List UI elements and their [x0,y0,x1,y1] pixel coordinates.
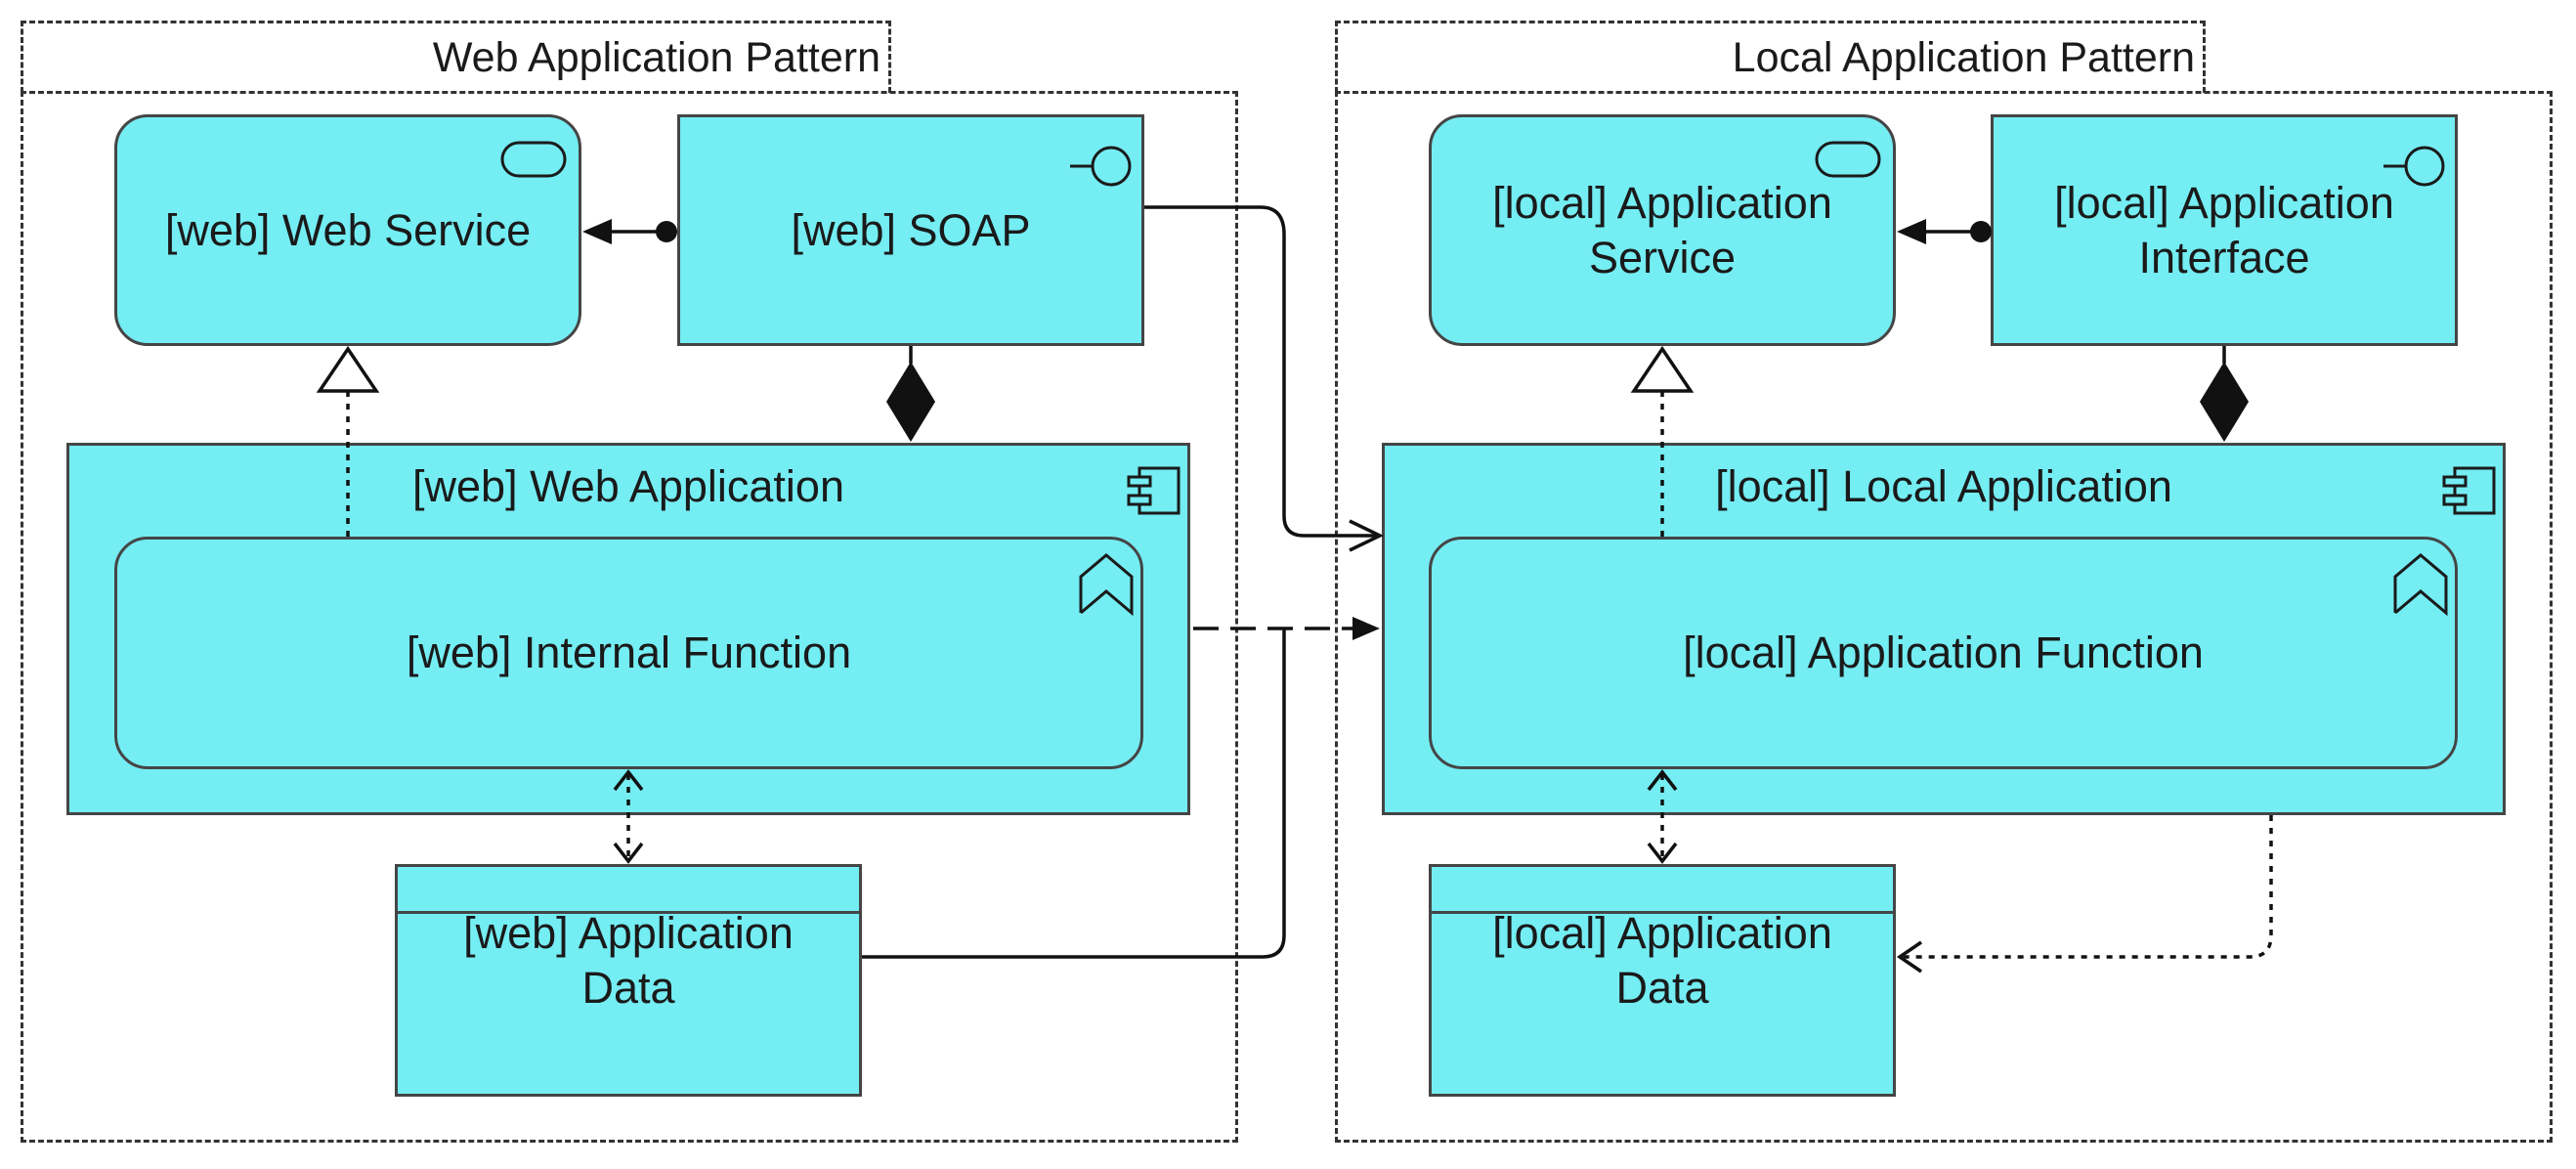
element-label: [web] SOAP [791,204,1031,255]
group-title: Web Application Pattern [432,34,880,81]
element-label: [local] Application Service [1492,177,1832,282]
interface-icon [1070,146,1132,187]
element-label: [local] Application Function [1683,628,2204,677]
component-icon [2442,466,2496,515]
local-application-data[interactable]: [local] Application Data [1429,864,1896,1097]
web-soap[interactable]: [web] SOAP [677,114,1144,346]
element-label: [local] Application Data [1492,908,1832,1013]
group-title: Local Application Pattern [1732,34,2195,81]
group-tab: Web Application Pattern [21,21,891,93]
data-header-divider [1432,911,1893,914]
component-icon [1127,466,1181,515]
interface-icon [2383,146,2445,187]
local-application-service[interactable]: [local] Application Service [1429,114,1896,346]
element-label: [web] Internal Function [406,628,852,677]
service-icon [1815,141,1881,178]
group-body [21,91,1238,1143]
group-tab: Local Application Pattern [1335,21,2206,93]
web-internal-function[interactable]: [web] Internal Function [114,537,1143,769]
local-application-interface[interactable]: [local] Application Interface [1991,114,2458,346]
element-label: [web] Application Data [463,908,794,1013]
element-label: [web] Web Service [164,204,532,255]
function-icon [1079,553,1134,616]
service-icon [500,141,567,178]
element-label: [local] Local Application [1715,461,2172,511]
element-label: [local] Application Interface [2054,177,2394,282]
data-header-divider [398,911,859,914]
web-service[interactable]: [web] Web Service [114,114,581,346]
element-label: [web] Web Application [412,461,844,511]
group-body [1335,91,2553,1143]
web-application-data[interactable]: [web] Application Data [395,864,862,1097]
function-icon [2393,553,2448,616]
local-application-function[interactable]: [local] Application Function [1429,537,2458,769]
